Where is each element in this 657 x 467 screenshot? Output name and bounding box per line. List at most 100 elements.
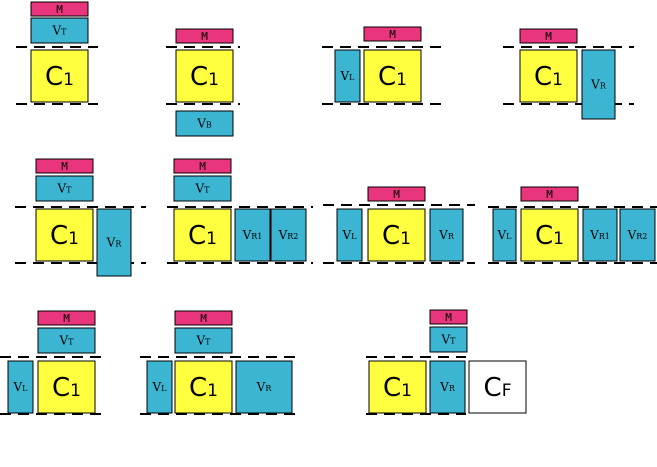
vr1-block: VR1 <box>234 208 271 262</box>
m-label: M <box>546 188 553 201</box>
vl-label: VL <box>342 228 358 242</box>
m-label: M <box>200 312 207 325</box>
c1-label-main: C <box>188 221 206 251</box>
vl-label: VL <box>13 380 29 394</box>
c1-block: C1 <box>35 208 94 262</box>
vl-label-main: V <box>342 228 352 242</box>
vl-label-sub: L <box>506 232 512 241</box>
vt-rect <box>429 326 468 353</box>
c1-label-sub: 1 <box>68 229 79 249</box>
vt-label-sub: T <box>450 337 456 346</box>
m-label: M <box>393 188 400 201</box>
vt-label: VT <box>195 334 211 348</box>
vt-label: VT <box>56 182 72 196</box>
vl-label-sub: L <box>349 73 355 82</box>
c1-label-main: C <box>378 62 396 92</box>
vl-rect <box>7 360 34 414</box>
vr2-label-main: V <box>627 228 637 242</box>
vt-label-sub: T <box>205 338 211 347</box>
vt-block: VT <box>37 327 96 354</box>
m-block: M <box>367 186 426 202</box>
c1-label: C1 <box>534 62 563 92</box>
vt-rect <box>173 175 232 202</box>
vr-rect <box>235 360 293 414</box>
m-label: M <box>445 311 452 324</box>
c1-label-main: C <box>534 62 552 92</box>
m-rect <box>35 158 94 174</box>
c1-block: C1 <box>520 208 579 262</box>
vr1-label-main: V <box>242 228 252 242</box>
c1-label: C1 <box>52 373 81 403</box>
vt-rect <box>30 17 89 44</box>
m-label: M <box>545 30 552 43</box>
vt-label-main: V <box>440 333 450 347</box>
cf-block: CF <box>468 360 527 414</box>
c1-label-main: C <box>383 373 401 403</box>
c1-label-sub: 1 <box>208 70 219 90</box>
vb-label-main: V <box>196 117 206 131</box>
vl-label: VL <box>340 69 356 83</box>
m-rect <box>174 310 233 326</box>
vr2-block: VR2 <box>619 208 656 262</box>
vr-label-main: V <box>439 380 449 394</box>
vr-label-sub: R <box>265 384 272 393</box>
vb-label-sub: B <box>206 121 212 130</box>
cf-label: CF <box>484 373 512 403</box>
c1-label-sub: 1 <box>63 70 74 90</box>
c1-rect <box>367 208 426 262</box>
vt-label-sub: T <box>204 186 210 195</box>
c1-rect <box>363 49 422 103</box>
m-label: M <box>61 160 68 173</box>
vr1-block: VR1 <box>582 208 618 262</box>
c1-label-main: C <box>50 221 68 251</box>
c1-label: C1 <box>383 373 412 403</box>
m-rect <box>363 26 422 42</box>
vl-block: VL <box>7 360 34 414</box>
vr-label-main: V <box>438 228 448 242</box>
c1-block: C1 <box>363 49 422 103</box>
vr-rect <box>429 208 464 262</box>
vl-label-main: V <box>497 228 507 242</box>
c1-rect <box>520 208 579 262</box>
c1-label-sub: 1 <box>206 229 217 249</box>
c1-block: C1 <box>173 208 232 262</box>
vr2-rect <box>619 208 656 262</box>
vt-label-sub: T <box>61 28 67 37</box>
m-block: M <box>30 1 89 17</box>
vr1-label: VR1 <box>242 228 263 242</box>
m-rect <box>519 28 578 44</box>
vr-label: VR <box>439 380 456 394</box>
c1-block: C1 <box>519 49 578 103</box>
vt-block: VT <box>429 326 468 353</box>
c1-label-main: C <box>189 373 207 403</box>
m-block: M <box>175 28 234 44</box>
vr-block: VR <box>96 208 132 277</box>
vt-label: VT <box>440 333 456 347</box>
configuration-5: M VT C1 VR <box>15 158 146 277</box>
vr-label: VR <box>256 380 273 394</box>
cf-label-main: C <box>484 373 502 403</box>
vl-label-main: V <box>13 380 23 394</box>
vt-label: VT <box>51 24 67 38</box>
c1-label: C1 <box>50 221 79 251</box>
m-rect <box>429 309 468 325</box>
c1-block: C1 <box>368 360 427 414</box>
m-block: M <box>174 310 233 326</box>
vr-block: VR <box>429 360 466 414</box>
vl-block: VL <box>334 49 361 103</box>
vr-block: VR <box>235 360 293 414</box>
c1-label-main: C <box>190 62 208 92</box>
c1-block: C1 <box>367 208 426 262</box>
vl-label: VL <box>152 380 168 394</box>
vt-block: VT <box>174 327 233 354</box>
vr-label-main: V <box>590 78 600 92</box>
vr-block: VR <box>581 49 616 120</box>
c1-label-sub: 1 <box>400 229 411 249</box>
vl-block: VL <box>336 208 363 262</box>
c1-rect <box>368 360 427 414</box>
m-block: M <box>35 158 94 174</box>
